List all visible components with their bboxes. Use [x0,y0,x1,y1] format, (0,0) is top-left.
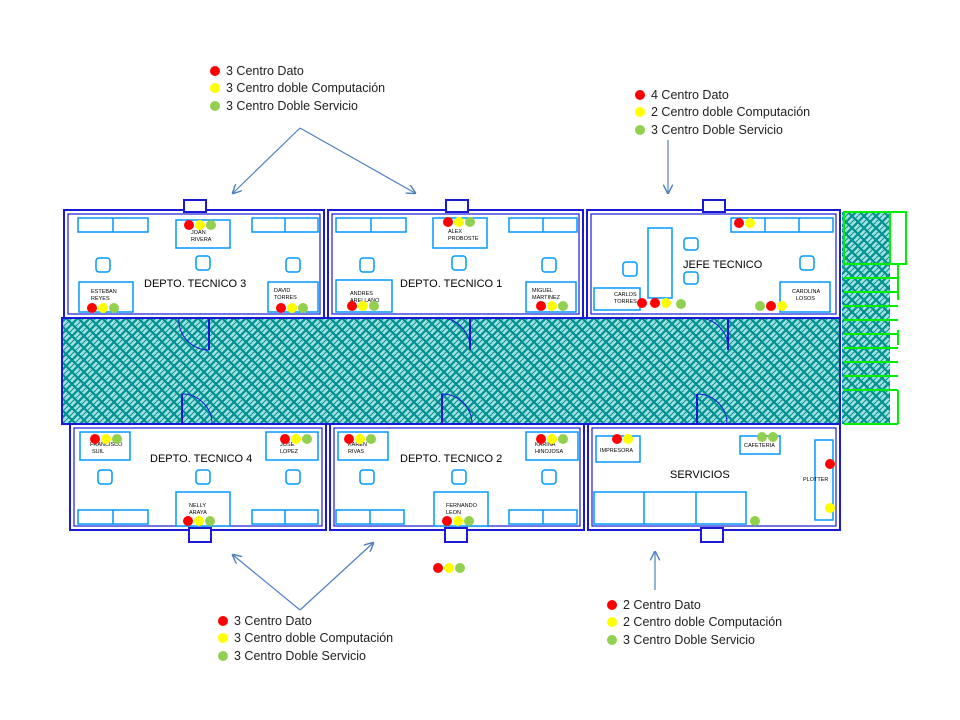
legend-bottom-right: 2 Centro Dato 2 Centro doble Computación… [607,596,782,649]
person-francisco-last: SUIL [92,449,104,455]
person-karen-first: KAREN [348,442,367,448]
person-karen-last: RIVAS [348,449,364,455]
legend-computacion: 3 Centro doble Computación [226,81,386,96]
person-jose-first: JOSE [280,442,295,448]
legend-dato: 3 Centro Dato [234,613,312,628]
centro-computacion-marker [210,83,220,94]
legend-computacion: 3 Centro doble Computación [234,631,394,646]
outlet-markers [87,217,835,573]
person-miguel-last: MARTINEZ [532,295,561,301]
person-karina-first: KARINA [535,442,556,448]
room-title-jefe: JEFE TECNICO [683,259,763,271]
person-alex-last: PROBOSTE [448,236,479,242]
centro-dato-marker [607,599,617,610]
windows [183,199,726,543]
legend-bottom-left: 3 Centro Dato 3 Centro doble Computación… [218,612,393,665]
person-alex-first: ALEX [448,229,462,235]
person-carolina-first: CAROLINA [792,289,820,295]
centro-servicio-marker [218,650,228,661]
person-carolina-last: LOSOS [796,296,815,302]
person-esteban-first: ESTEBAN [91,289,117,295]
person-andres-first: ANDRES [350,291,373,297]
doors [178,317,729,425]
room-title-depto-2: DEPTO. TECNICO 2 [400,453,502,465]
person-fernando-last: LEON [446,510,461,516]
equipment-impresora: IMPRESORA [600,448,633,454]
legend-dato: 2 Centro Dato [623,597,701,612]
room-title-depto-4: DEPTO. TECNICO 4 [150,453,252,465]
centro-servicio-marker [607,634,617,645]
centro-computacion-marker [635,107,645,118]
centro-dato-marker [218,615,228,626]
person-andres-last: ARELLANO [350,298,380,304]
person-carlos-last: TORRES [614,299,637,305]
person-david-last: TORRES [274,295,297,301]
centro-computacion-marker [607,617,617,628]
legend-top-left: 3 Centro Dato 3 Centro doble Computación… [210,62,385,115]
person-david-first: DAVID [274,288,290,294]
person-nelly-last: ARAYA [189,510,207,516]
person-francisco-first: FRANCISCO [90,442,123,448]
legend-dato: 4 Centro Dato [651,87,729,102]
legend-computacion: 2 Centro doble Computación [623,615,783,630]
stairs [843,211,907,425]
equipment-plotter: PLOTTER [803,477,828,483]
room-title-depto-3: DEPTO. TECNICO 3 [144,278,246,290]
room-title-servicios: SERVICIOS [670,469,730,481]
person-joan-last: RIVERA [191,237,212,243]
corridor [61,317,841,425]
equipment-cafeteria: CAFETERIA [744,443,775,449]
legend-servicio: 3 Centro Doble Servicio [651,122,784,137]
legend-servicio: 3 Centro Doble Servicio [226,98,359,113]
person-jose-last: LOPEZ [280,449,299,455]
legend-top-right: 4 Centro Dato 2 Centro doble Computación… [635,86,810,139]
legend-arrows [233,127,668,611]
person-carlos-first: CARLOS [614,292,637,298]
centro-computacion-marker [218,633,228,644]
person-fernando-first: FERNANDO [446,503,478,509]
centro-dato-marker [210,65,220,76]
person-esteban-last: REYES [91,296,110,302]
room-title-depto-1: DEPTO. TECNICO 1 [400,278,502,290]
centro-servicio-marker [210,100,220,111]
person-karina-last: HINOJOSA [535,449,563,455]
legend-servicio: 3 Centro Doble Servicio [234,648,367,663]
legend-computacion: 2 Centro doble Computación [651,105,811,120]
stair-hatch [842,212,890,424]
centro-servicio-marker [635,124,645,135]
person-nelly-first: NELLY [189,503,206,509]
centro-dato-marker [635,89,645,100]
person-miguel-first: MIGUEL [532,288,553,294]
legend-servicio: 3 Centro Doble Servicio [623,632,756,647]
person-joan-first: JOAN [191,230,206,236]
legend-dato: 3 Centro Dato [226,63,304,78]
